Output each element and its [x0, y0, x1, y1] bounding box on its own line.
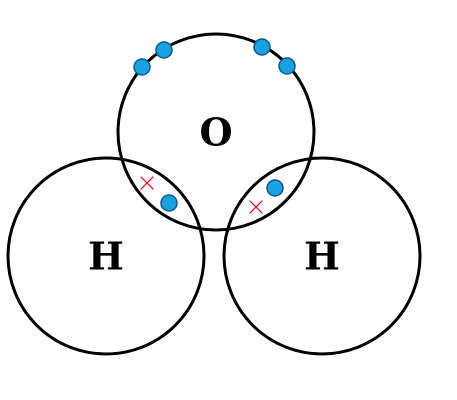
oxygen-lone-electron-1	[133, 58, 151, 76]
oxygen-label: O	[199, 110, 232, 155]
hydrogen-left-label: H	[88, 234, 124, 279]
hydrogen-right-shell	[222, 156, 422, 356]
hydrogen-left-electron-cross	[140, 176, 154, 190]
hydrogen-right-electron-cross	[249, 200, 263, 214]
oxygen-lone-electron-4	[278, 57, 296, 75]
hydrogen-left-shell	[6, 156, 206, 356]
oxygen-bonding-electron-right	[266, 179, 284, 197]
oxygen-shell	[116, 32, 316, 232]
oxygen-lone-electron-3	[253, 38, 271, 56]
oxygen-bonding-electron-left	[160, 194, 178, 212]
oxygen-lone-electron-2	[155, 41, 173, 59]
hydrogen-right-label: H	[304, 234, 340, 279]
